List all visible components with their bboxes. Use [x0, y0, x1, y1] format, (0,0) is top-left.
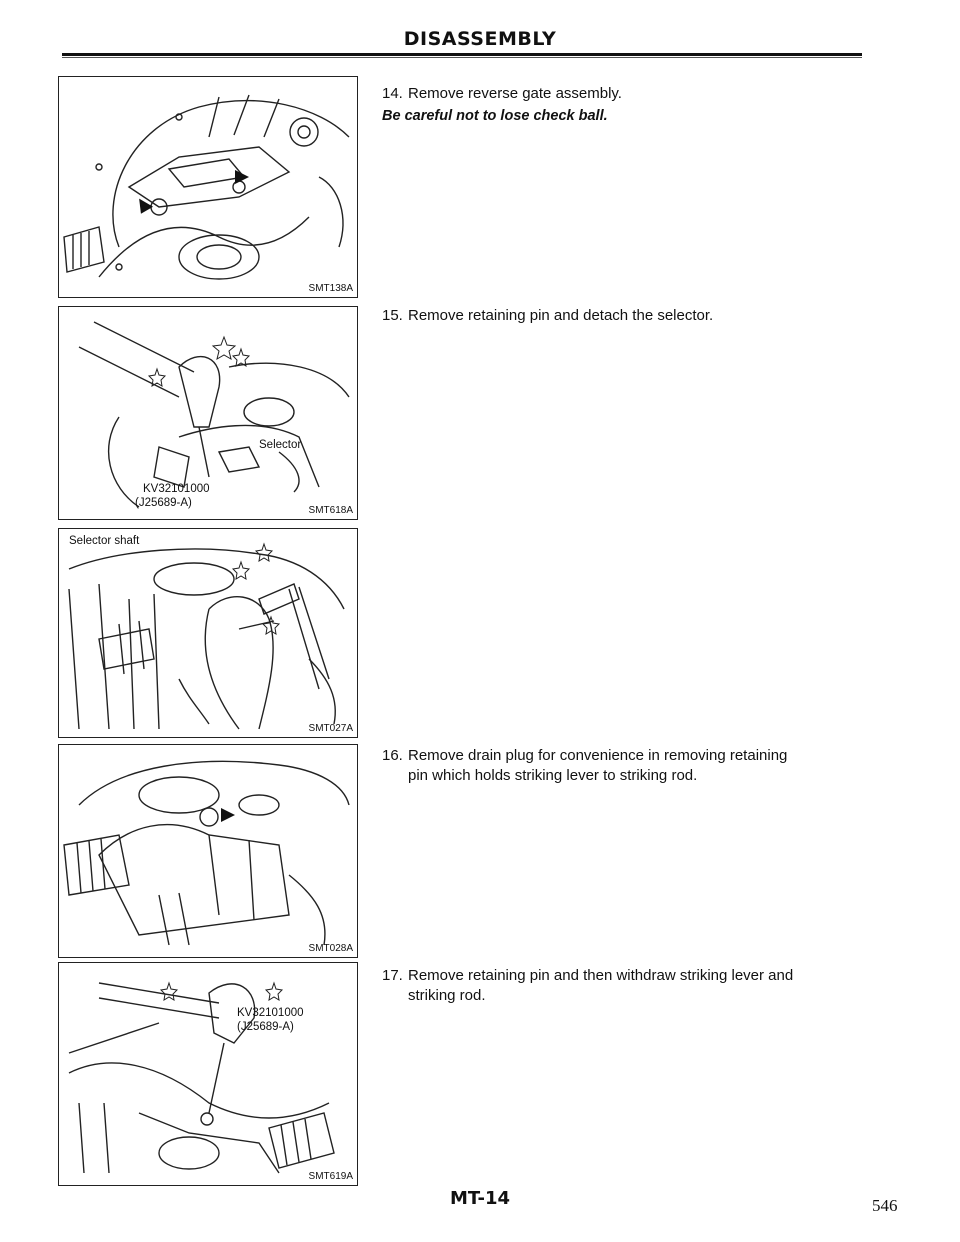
- step-text-cont: striking rod.: [408, 987, 486, 1004]
- page-number: 546: [872, 1196, 898, 1215]
- step-17: 17. Remove retaining pin and then withdra…: [382, 966, 862, 1006]
- step-text: Remove reverse gate assembly.: [408, 85, 622, 102]
- figure-selector-shaft: Selector shaft SMT027A: [58, 528, 358, 738]
- figure-code: SMT619A: [308, 1171, 353, 1182]
- header-rule: [62, 53, 862, 56]
- step-number: 16.: [382, 747, 403, 764]
- figure-label-selector-shaft: Selector shaft: [69, 535, 140, 547]
- selector-shaft-illustration: [68, 542, 345, 730]
- figure-label-tool: KV32101000: [143, 483, 210, 495]
- step-number: 15.: [382, 307, 403, 324]
- figure-code: SMT138A: [308, 283, 353, 294]
- figure-code: SMT028A: [308, 943, 353, 954]
- arrow-icon: [221, 808, 235, 822]
- star-icon: [254, 542, 274, 562]
- figure-striking-rod: KV32101000 (J25689-A) SMT619A: [58, 962, 358, 1186]
- figure-code: SMT618A: [308, 505, 353, 516]
- selector-illustration: [78, 321, 350, 508]
- step-text: Remove retaining pin and detach the sele…: [408, 307, 714, 324]
- step-text: Remove drain plug for convenience in rem…: [408, 747, 788, 764]
- star-icon: [159, 981, 179, 1001]
- figure-label-selector: Selector: [259, 439, 302, 451]
- star-icon: [264, 981, 284, 1001]
- step-warning: Be careful not to lose check ball.: [382, 108, 608, 124]
- star-icon: [231, 560, 251, 580]
- step-14: 14. Remove reverse gate assembly. Be care…: [382, 84, 862, 126]
- star-icon: [231, 347, 251, 367]
- figure-label-tool: KV32101000: [237, 1007, 304, 1019]
- page-title: DISASSEMBLY: [403, 28, 557, 50]
- drain-plug-illustration: [63, 760, 350, 946]
- star-icon: [211, 335, 237, 361]
- arrow-icon: [235, 170, 249, 184]
- step-number: 14.: [382, 85, 403, 102]
- step-16: 16. Remove drain plug for convenience in …: [382, 746, 862, 786]
- figure-drain-plug: SMT028A: [58, 744, 358, 958]
- arrow-icon: [139, 198, 154, 214]
- step-number: 17.: [382, 967, 403, 984]
- figure-code: SMT027A: [308, 723, 353, 734]
- figure-label-tool-alt: (J25689-A): [237, 1021, 294, 1033]
- figure-reverse-gate: SMT138A: [58, 76, 358, 298]
- reverse-gate-illustration: [63, 94, 350, 280]
- header-rule-thin: [62, 57, 862, 58]
- striking-rod-illustration: [68, 981, 335, 1174]
- page-id: MT-14: [449, 1188, 511, 1209]
- star-icon: [147, 367, 167, 387]
- step-text: Remove retaining pin and then withdraw s…: [408, 967, 794, 984]
- star-icon: [261, 615, 281, 635]
- figure-selector: Selector KV32101000 (J25689-A) SMT618A: [58, 306, 358, 520]
- step-15: 15. Remove retaining pin and detach the s…: [382, 306, 862, 326]
- step-text-cont: pin which holds striking lever to striki…: [408, 767, 698, 784]
- figure-label-tool-alt: (J25689-A): [135, 497, 192, 509]
